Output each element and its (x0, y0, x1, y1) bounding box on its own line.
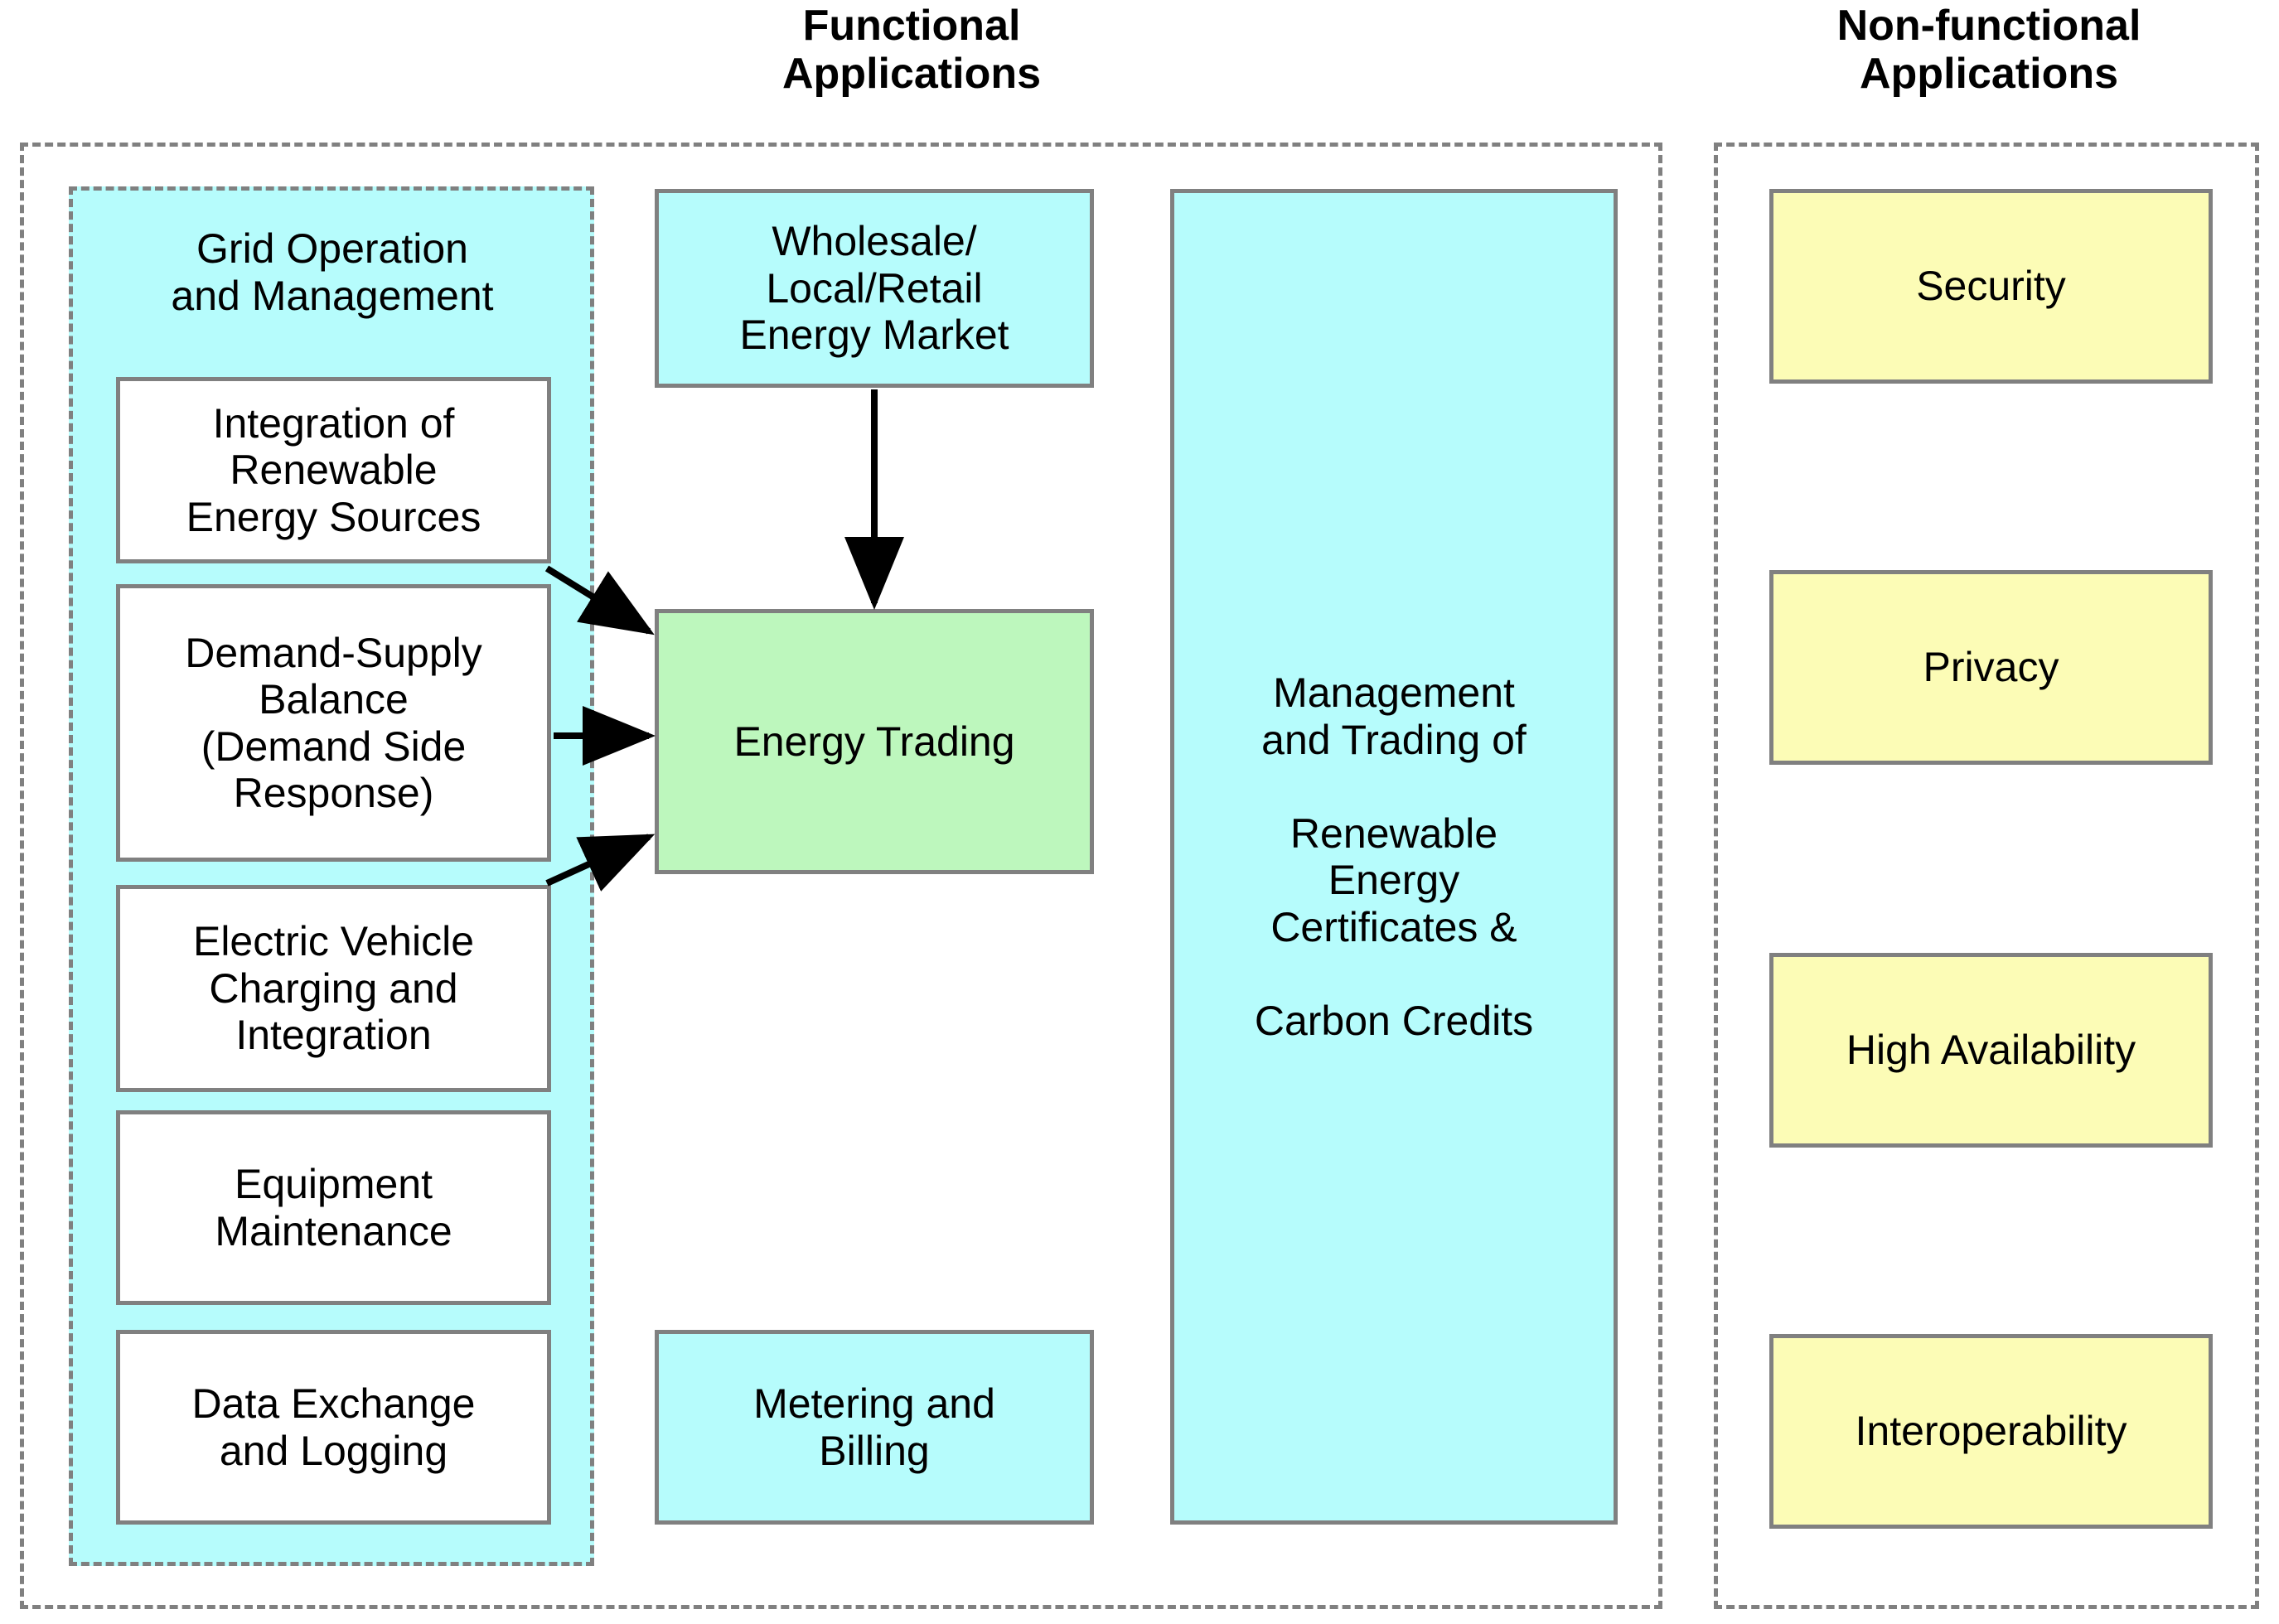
box-wholesale-local-retail-energy-market[interactable]: Wholesale/ Local/Retail Energy Market (655, 189, 1094, 388)
box-management-and-trading-of-recs-and-carbon-credits[interactable]: Management and Trading of Renewable Ener… (1170, 189, 1618, 1525)
box-demand-supply-balance[interactable]: Demand-Supply Balance (Demand Side Respo… (116, 584, 551, 862)
functional-applications-container (20, 143, 1662, 1609)
heading-functional-applications: Functional Applications (781, 2, 1042, 99)
box-privacy[interactable]: Privacy (1769, 570, 2213, 765)
heading-nonfunctional-applications: Non-functional Applications (1836, 2, 2141, 99)
box-equipment-maintenance[interactable]: Equipment Maintenance (116, 1110, 551, 1305)
box-security[interactable]: Security (1769, 189, 2213, 384)
box-interoperability[interactable]: Interoperability (1769, 1334, 2213, 1529)
nonfunctional-applications-container (1714, 143, 2259, 1609)
grid-operation-and-management-label: Grid Operation and Management (171, 225, 494, 319)
box-integration-of-renewable-energy-sources[interactable]: Integration of Renewable Energy Sources (116, 377, 551, 563)
box-high-availability[interactable]: High Availability (1769, 953, 2213, 1148)
box-metering-and-billing[interactable]: Metering and Billing (655, 1330, 1094, 1525)
box-data-exchange-and-logging[interactable]: Data Exchange and Logging (116, 1330, 551, 1525)
box-electric-vehicle-charging-and-integration[interactable]: Electric Vehicle Charging and Integratio… (116, 885, 551, 1092)
box-energy-trading[interactable]: Energy Trading (655, 609, 1094, 874)
